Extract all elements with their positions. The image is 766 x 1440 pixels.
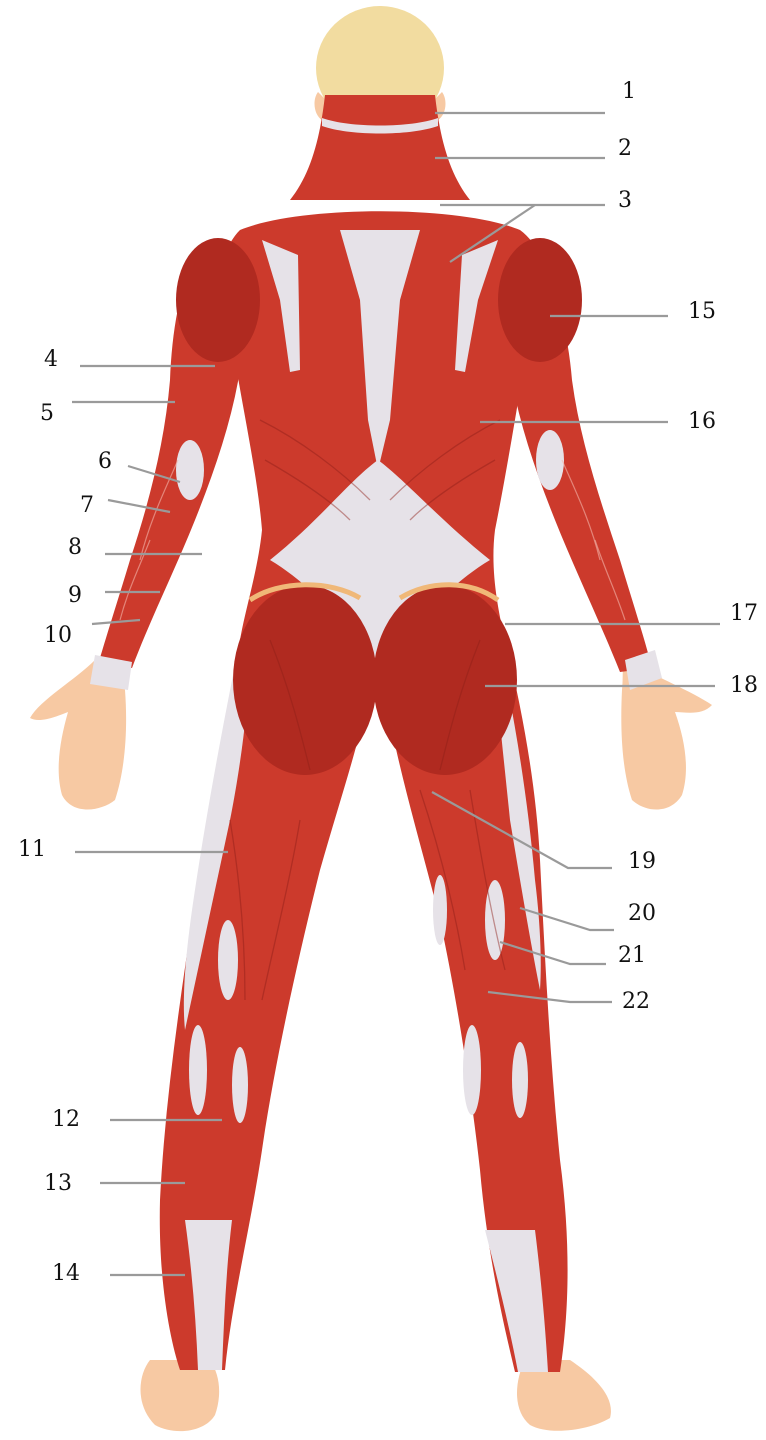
left-foot	[140, 1360, 219, 1431]
label-22: 22	[622, 989, 650, 1014]
body-illustration	[30, 6, 712, 1431]
left-calf-tendon-1	[189, 1025, 207, 1115]
left-calf-tendon-2	[232, 1047, 248, 1123]
right-knee-tendon-2	[433, 875, 447, 945]
label-12: 12	[52, 1107, 80, 1132]
label-5: 5	[40, 401, 54, 426]
label-11: 11	[18, 837, 46, 862]
label-7: 7	[80, 493, 94, 518]
left-knee-tendon	[218, 920, 238, 1000]
left-deltoid	[176, 238, 260, 362]
label-13: 13	[44, 1171, 72, 1196]
right-calf-tendon-2	[512, 1042, 528, 1118]
label-20: 20	[628, 901, 656, 926]
label-15: 15	[688, 299, 716, 324]
label-4: 4	[44, 347, 58, 372]
label-2: 2	[618, 136, 632, 161]
left-gluteus	[233, 585, 377, 775]
label-10: 10	[44, 623, 72, 648]
label-6: 6	[98, 449, 112, 474]
label-14: 14	[52, 1261, 80, 1286]
label-18: 18	[730, 673, 758, 698]
label-9: 9	[68, 583, 82, 608]
right-gluteus	[373, 585, 517, 775]
right-calf-tendon-1	[463, 1025, 481, 1115]
label-3: 3	[618, 188, 632, 213]
right-deltoid	[498, 238, 582, 362]
label-17: 17	[730, 601, 758, 626]
left-elbow-tendon	[176, 440, 204, 500]
label-21: 21	[618, 943, 646, 968]
label-8: 8	[68, 535, 82, 560]
label-1: 1	[622, 79, 636, 104]
label-19: 19	[628, 849, 656, 874]
label-16: 16	[688, 409, 716, 434]
right-elbow-tendon	[536, 430, 564, 490]
